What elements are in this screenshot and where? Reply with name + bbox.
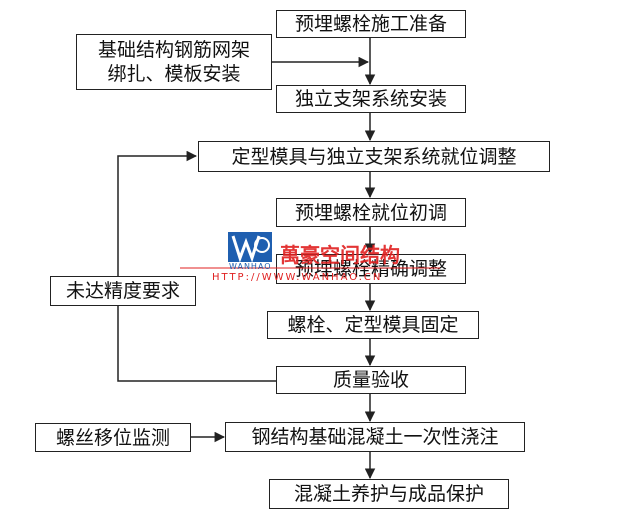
step-pour-label: 钢结构基础混凝土一次性浇注 [251,426,499,448]
step-inspect: 质量验收 [276,366,466,394]
feedback-loop-line [117,150,276,382]
step-formwork: 定型模具与独立支架系统就位调整 [198,141,550,172]
step-rebar-label-line1: 基础结构钢筋网架 [97,39,250,61]
step-accuracy: 未达精度要求 [50,276,196,306]
step-monitor-label: 螺丝移位监测 [55,426,170,449]
step-prep: 预埋螺栓施工准备 [276,10,466,38]
step-pour: 钢结构基础混凝土一次性浇注 [225,422,525,452]
step-prep-label: 预埋螺栓施工准备 [294,13,447,35]
step-fix-label: 螺栓、定型模具固定 [287,314,459,336]
step-formwork-label: 定型模具与独立支架系统就位调整 [231,145,517,168]
step-fine: 预埋螺栓精确调整 [276,254,466,284]
step-rebar-label-line2: 绑扎、模板安装 [107,63,241,85]
step-cure: 混凝土养护与成品保护 [269,479,509,509]
watermark-brand: 萬豪空间结构 [280,243,400,267]
step-fine-label: 预埋螺栓精确调整 [294,258,447,280]
watermark-url: HTTP://WWW.WANHAO.CN [212,272,383,283]
step-accuracy-label: 未达精度要求 [65,280,180,302]
step-initial-label: 预埋螺栓就位初调 [294,201,447,224]
step-inspect-label: 质量验收 [332,369,409,391]
step-frame-label: 独立支架系统安装 [294,88,447,110]
step-monitor: 螺丝移位监测 [35,423,191,452]
step-frame: 独立支架系统安装 [276,85,466,113]
step-cure-label: 混凝土养护与成品保护 [293,483,484,505]
step-rebar: 基础结构钢筋网架 绑扎、模板安装 [76,34,272,90]
step-fix: 螺栓、定型模具固定 [267,311,479,339]
step-initial: 预埋螺栓就位初调 [276,198,466,227]
watermark-logo-letters: WANHAO [229,262,272,271]
